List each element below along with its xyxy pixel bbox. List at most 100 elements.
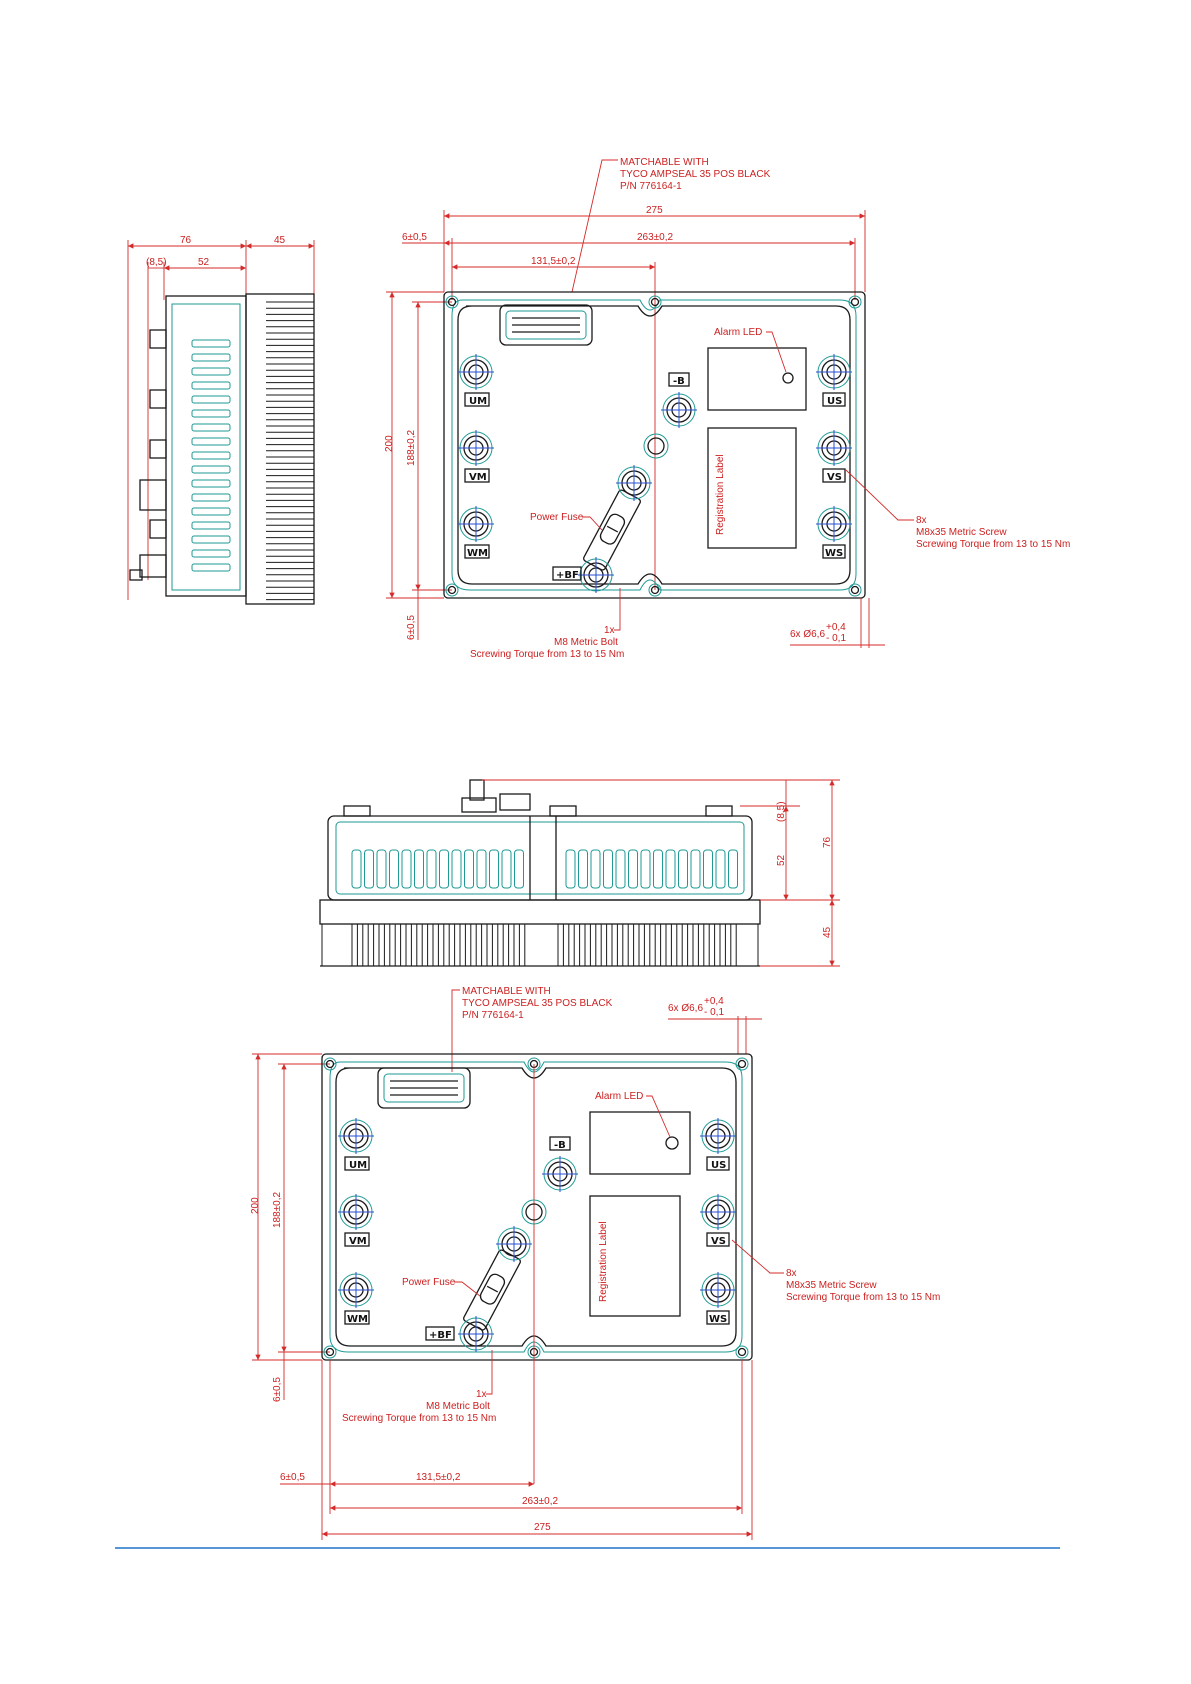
terminal-vm-label: VM [469, 472, 487, 483]
alarm-led-panel [707, 347, 807, 411]
alarm-led-label: Alarm LED [714, 327, 762, 338]
b-dim-263: 263±0,2 [522, 1496, 559, 1507]
dim-131: 131,5±0,2 [531, 256, 576, 267]
terminal-ws-icon [815, 505, 853, 543]
terminal-ws-label: WS [825, 548, 843, 559]
side-dim-76: 76 [180, 235, 192, 246]
hole-tol-plus: +0,4 [826, 622, 846, 633]
top-inner-outline [457, 305, 851, 585]
b-registration-label-text: Registration Label [598, 1221, 609, 1302]
side-terminal-studs [129, 329, 167, 581]
b-hole-tol-plus: +0,4 [704, 996, 724, 1007]
side-heatsink-fins [266, 301, 314, 601]
connector-leader [571, 159, 618, 293]
mount-hole-icon [848, 583, 862, 597]
terminal-wm-icon [457, 505, 495, 543]
b-screw-note-line-3: Screwing Torque from 13 to 15 Nm [786, 1292, 940, 1303]
b-dim-275: 275 [534, 1522, 551, 1533]
connector-note-line-1: MATCHABLE WITH [620, 157, 709, 168]
terminal-um-icon [457, 353, 495, 391]
alarm-led-icon [782, 372, 794, 384]
b-dim-6v: 6±0,5 [272, 1377, 283, 1402]
b-dim-188: 188±0,2 [272, 1191, 283, 1228]
terminal-wm-label: WM [467, 548, 488, 559]
b-fuse-terminal-icon [495, 1225, 533, 1263]
front-dim-76: 76 [822, 836, 833, 848]
b-seal-outline [329, 1061, 743, 1353]
b-terminal-vs-icon [699, 1193, 737, 1231]
screw-note-line-3: Screwing Torque from 13 to 15 Nm [916, 539, 1070, 550]
dim-188: 188±0,2 [406, 429, 417, 466]
b-power-fuse-label: Power Fuse [402, 1277, 456, 1288]
side-view: 76 45 (8,5) 52 [127, 235, 315, 605]
b-terminal-us-icon [699, 1117, 737, 1155]
b-connector-note-line-2: TYCO AMPSEAL 35 POS BLACK [462, 998, 613, 1009]
b-alarm-led-icon [665, 1136, 679, 1150]
b-terminal-wm-icon [337, 1271, 375, 1309]
dim-6v: 6±0,5 [406, 615, 417, 640]
b-connector-note-line-3: P/N 776164-1 [462, 1010, 524, 1021]
terminal-minus-b-label: -B [673, 376, 685, 387]
fuse-terminal-icon [615, 464, 653, 502]
b-screw-leader [731, 1239, 784, 1274]
front-dim-45: 45 [822, 926, 833, 938]
bolt-note-line-2: M8 Metric Bolt [554, 637, 618, 648]
front-view: (8,5) 52 76 45 [319, 779, 840, 967]
bottom-view: MATCHABLE WITH TYCO AMPSEAL 35 POS BLACK… [250, 986, 940, 1540]
dim-200: 200 [384, 435, 395, 452]
front-cooling-slots [351, 849, 738, 889]
connector-note-line-3: P/N 776164-1 [620, 181, 682, 192]
b-terminal-minus-b-icon [541, 1155, 579, 1193]
screw-leader [845, 469, 914, 521]
top-seal-outline [451, 299, 857, 591]
bolt-note-line-3: Screwing Torque from 13 to 15 Nm [470, 649, 624, 660]
screw-note-line-2: M8x35 Metric Screw [916, 527, 1007, 538]
bolt-note-line-1: 1x [604, 625, 615, 636]
side-housing [165, 295, 247, 597]
mount-hole-icon [735, 1057, 749, 1071]
dim-263: 263±0,2 [637, 232, 674, 243]
screw-note-line-1: 8x [916, 515, 927, 526]
b-bolt-note-line-1: 1x [476, 1389, 487, 1400]
b-terminal-minus-b-label: -B [554, 1140, 566, 1151]
registration-label-panel [707, 427, 797, 549]
b-bolt-note-line-3: Screwing Torque from 13 to 15 Nm [342, 1413, 496, 1424]
side-dim-52: 52 [198, 257, 210, 268]
connector-note-line-2: TYCO AMPSEAL 35 POS BLACK [620, 169, 771, 180]
top-housing [443, 291, 866, 599]
front-top-studs [343, 779, 733, 817]
b-dim-6: 6±0,5 [280, 1472, 305, 1483]
b-power-fuse-icon [463, 1249, 521, 1331]
terminal-vs-label: VS [827, 472, 842, 483]
b-dim-131: 131,5±0,2 [416, 1472, 461, 1483]
registration-label-text: Registration Label [715, 454, 726, 535]
power-fuse-label: Power Fuse [530, 512, 584, 523]
bolt-leader [614, 588, 621, 631]
mount-hole-icon [735, 1345, 749, 1359]
front-base-plate [319, 899, 761, 925]
b-ampseal-connector-icon [377, 1067, 471, 1109]
terminal-minus-b-icon [660, 391, 698, 429]
dim-6: 6±0,5 [402, 232, 427, 243]
side-dim-8-5: (8,5) [146, 257, 167, 268]
b-connector-leader [451, 989, 460, 1072]
b-screw-note-line-1: 8x [786, 1268, 797, 1279]
side-heatsink [245, 293, 315, 605]
b-terminal-ws-icon [699, 1271, 737, 1309]
terminal-us-label: US [827, 396, 842, 407]
terminal-vs-icon [815, 429, 853, 467]
terminal-us-icon [815, 353, 853, 391]
b-housing [321, 1053, 753, 1361]
terminal-plus-bf-label: +BF [556, 570, 579, 581]
front-dim-52: 52 [776, 854, 787, 866]
b-terminal-vs-label: VS [711, 1236, 726, 1247]
b-bolt-leader [486, 1350, 493, 1395]
dim-275: 275 [646, 205, 663, 216]
b-registration-label-panel [589, 1195, 681, 1317]
b-hole-note: 6x Ø6,6 [668, 1003, 703, 1014]
b-terminal-vm-icon [337, 1193, 375, 1231]
top-view: MATCHABLE WITH TYCO AMPSEAL 35 POS BLACK… [384, 157, 1070, 660]
b-terminal-us-label: US [711, 1160, 726, 1171]
b-terminal-wm-label: WM [347, 1314, 368, 1325]
